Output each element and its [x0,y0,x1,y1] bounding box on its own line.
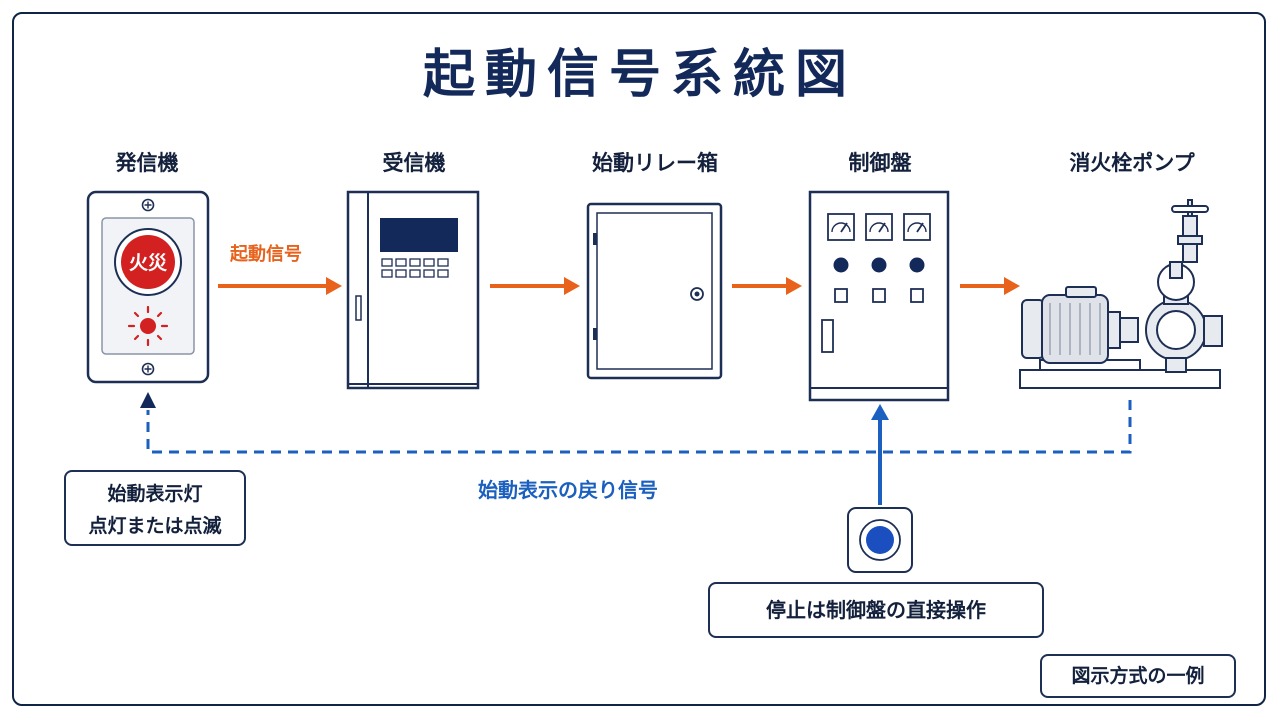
lamp-note-line2: 点灯または点滅 [88,515,222,537]
screw-icon [141,198,155,212]
indicator-lamp-icon [833,257,925,273]
alarm-lamp-icon [127,305,169,347]
stop-note: 停止は制御盤の直接操作 [708,582,1044,638]
receiver-keypad [381,258,449,278]
label-pump: 消火栓ポンプ [1069,151,1195,175]
return-signal-line [146,400,1132,454]
return-signal-label: 始動表示の戻り信号 [478,478,658,502]
transmitter [86,190,210,384]
gauge-icon [827,213,855,241]
receiver-display [380,218,458,252]
fire-button-text: 火災 [128,252,167,274]
pump-icon [1019,199,1223,389]
footer-note: 図示方式の一例 [1040,654,1236,698]
up-arrow-icon [140,392,156,408]
gauge-icon [903,213,931,241]
screw-icon [141,362,155,376]
gauge-icon [865,213,893,241]
relay-box [586,202,723,380]
signal-arrows [218,277,1020,295]
fire-alarm-button [121,235,175,289]
panel-handle [821,319,834,353]
receiver-panel [346,190,480,390]
label-transmitter: 発信機 [115,151,179,175]
stop-arrow [871,404,889,505]
lamp-note: 始動表示灯 点灯または点滅 [64,470,246,546]
control-panel [808,190,950,402]
label-receiver: 受信機 [382,151,446,175]
diagram-frame [12,12,1266,706]
lamp-note-line1: 始動表示灯 [107,483,203,505]
signal-label: 起動信号 [230,244,302,265]
page-title: 起動信号系統図 [422,45,857,105]
label-control-panel: 制御盤 [848,151,912,175]
stop-switch [847,507,913,573]
switch-icon [834,288,924,303]
label-relay-box: 始動リレー箱 [592,151,718,175]
